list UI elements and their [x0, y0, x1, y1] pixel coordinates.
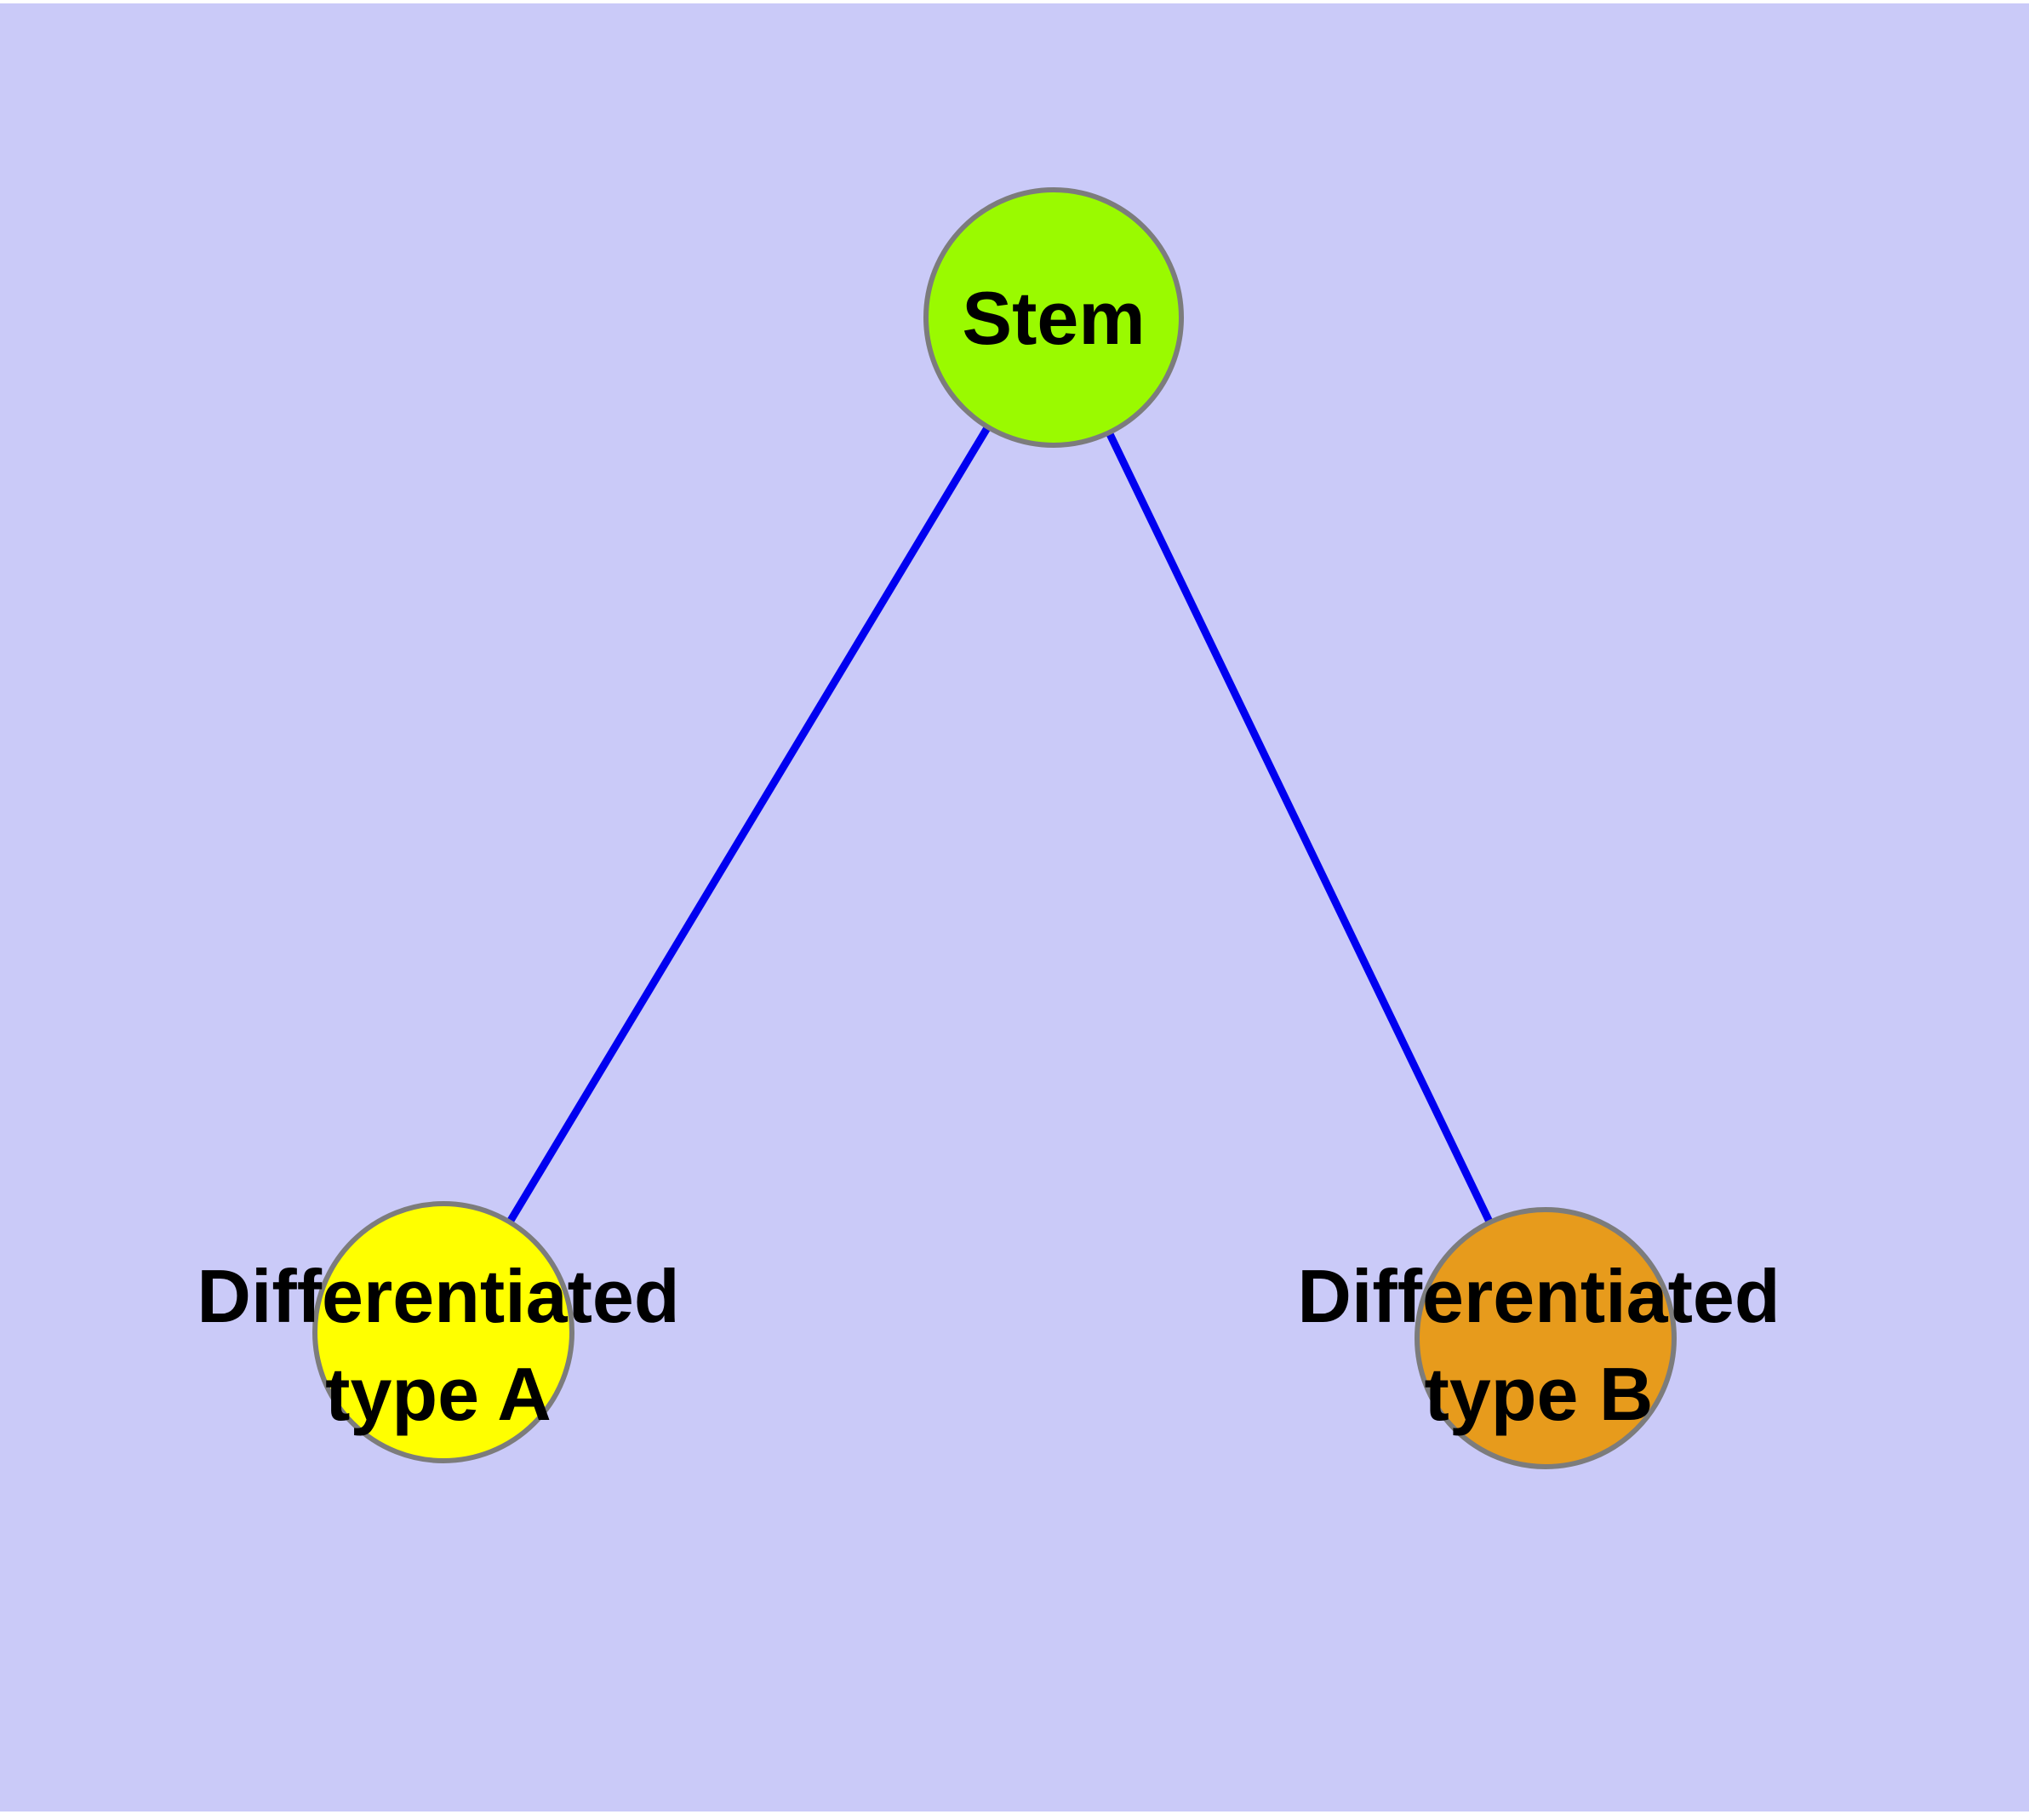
node-typeA-label-line2: type A [325, 1352, 552, 1436]
node-stem [923, 187, 1184, 448]
node-stem-label: Stem [962, 276, 1145, 360]
node-typeA-label-line1: Differentiated [197, 1254, 679, 1338]
edge-stem-to-typeB [1049, 316, 1550, 1340]
edge-stem-to-typeA [440, 315, 1057, 1335]
node-typeB-label-line1: Differentiated [1297, 1254, 1780, 1338]
node-differentiated-type-a [312, 1201, 574, 1463]
node-typeB-label-line2: type B [1425, 1352, 1654, 1436]
node-differentiated-type-b [1415, 1207, 1677, 1469]
